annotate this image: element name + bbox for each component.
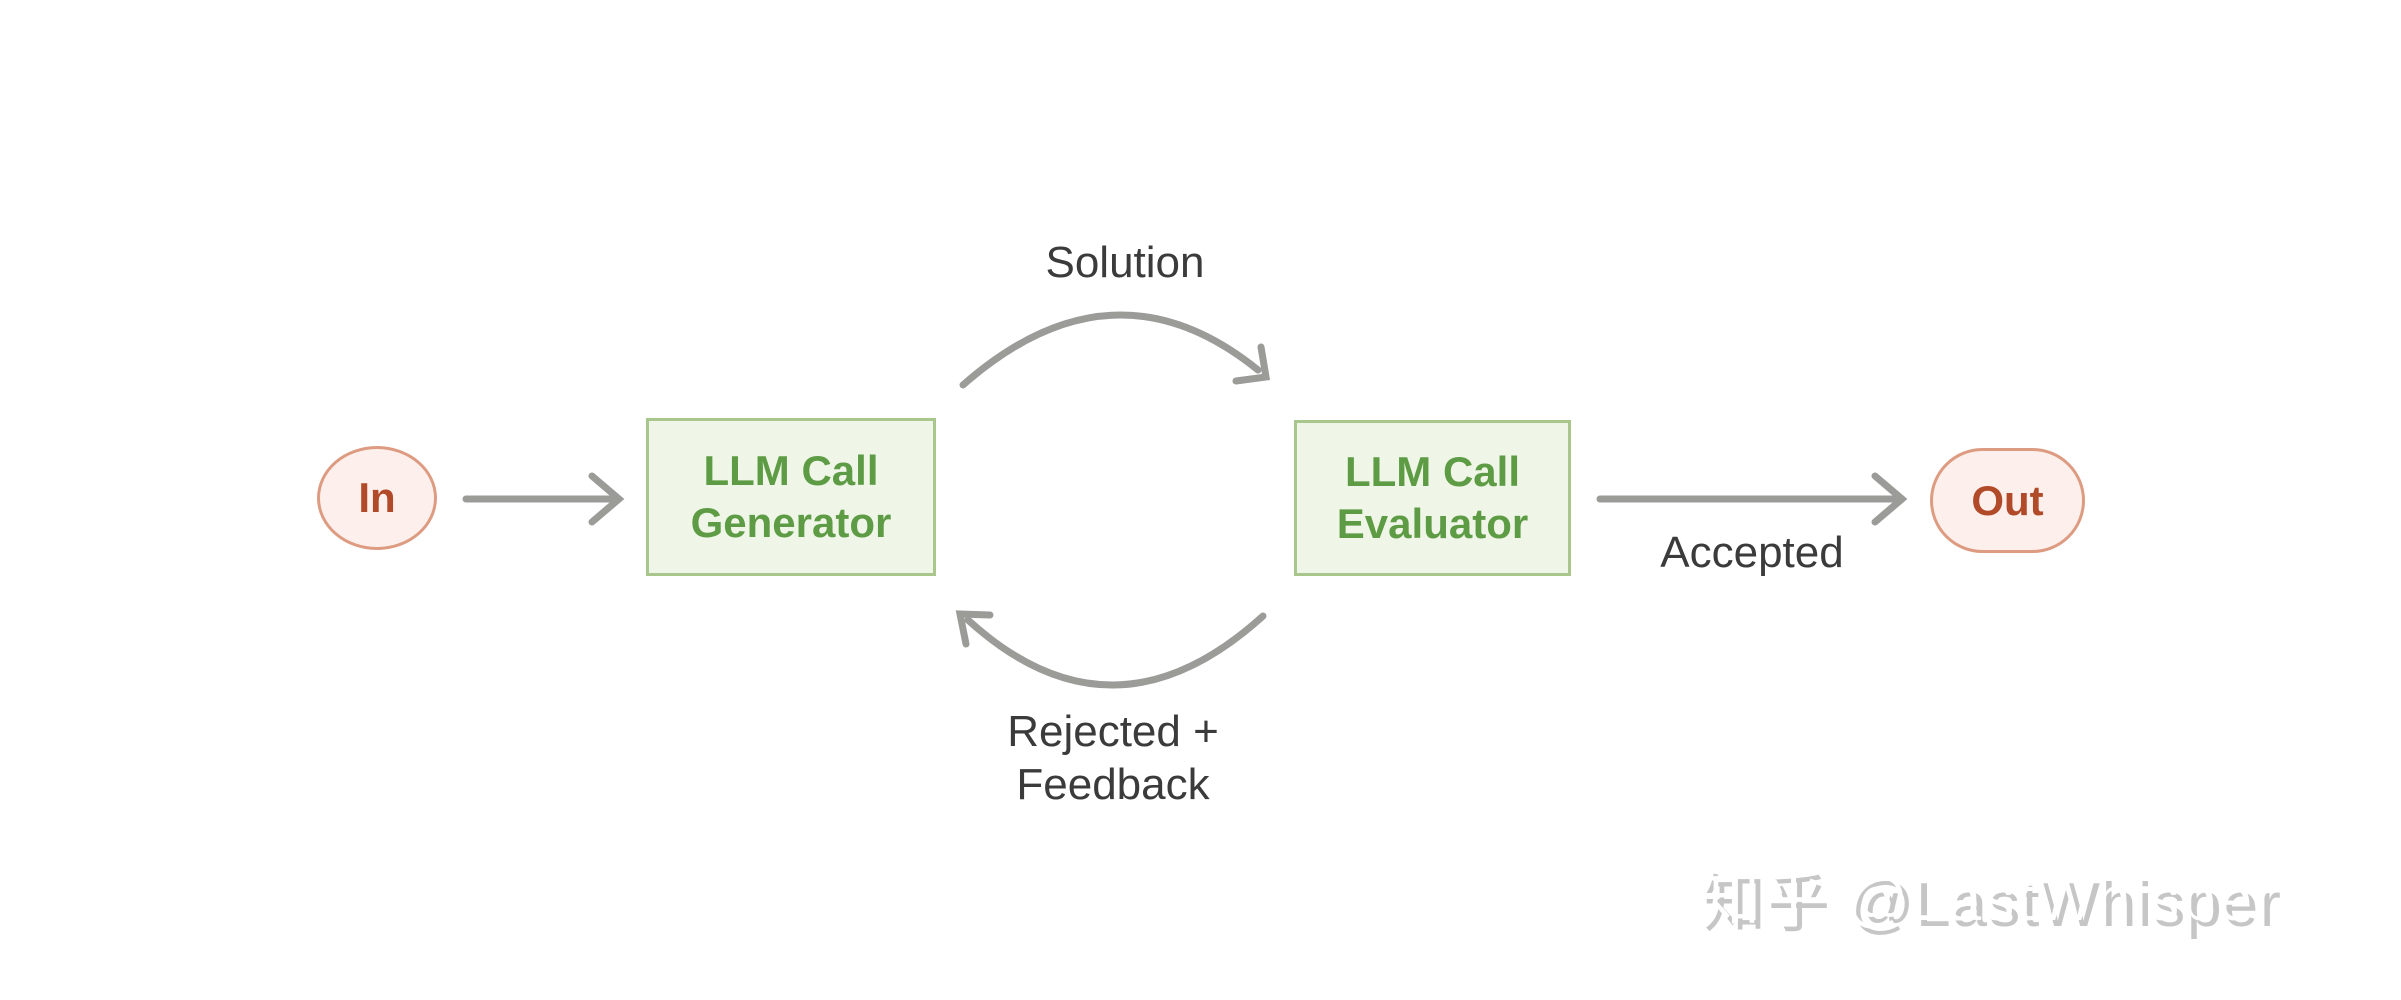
generator-node-label-line1: LLM Call xyxy=(703,446,879,494)
evaluator-node-label-line1: LLM Call xyxy=(1345,447,1520,495)
rejected-feedback-label-line2: Feedback xyxy=(1016,759,1210,809)
solution-arrow-curve xyxy=(959,311,1262,389)
output-node-label: Out xyxy=(1971,476,2044,524)
feedback-arrow-curve xyxy=(964,612,1267,689)
solution-label: Solution xyxy=(1045,238,1205,287)
evaluator-node-label-line2: Evaluator xyxy=(1336,500,1529,547)
accepted-label: Accepted xyxy=(1660,528,1844,577)
output-node: Out xyxy=(1930,448,2085,553)
in-to-generator-arrow-head xyxy=(588,472,625,526)
accepted-arrow-head xyxy=(1871,472,1908,526)
feedback-arrow-head xyxy=(955,610,994,648)
generator-node-label-line2: Generator xyxy=(690,499,892,546)
input-node-label: In xyxy=(358,474,396,521)
watermark: 知乎 @LastWhisper xyxy=(1698,865,2277,934)
rejected-feedback-label: Rejected + Feedback xyxy=(1007,706,1219,812)
evaluator-node: LLM Call Evaluator xyxy=(1294,420,1571,576)
solution-arrow-head xyxy=(1232,343,1271,385)
arrow-group xyxy=(462,311,1908,689)
input-node: In xyxy=(317,446,437,550)
generator-node: LLM Call Generator xyxy=(646,418,936,576)
rejected-feedback-label-line1: Rejected + xyxy=(1007,707,1219,756)
